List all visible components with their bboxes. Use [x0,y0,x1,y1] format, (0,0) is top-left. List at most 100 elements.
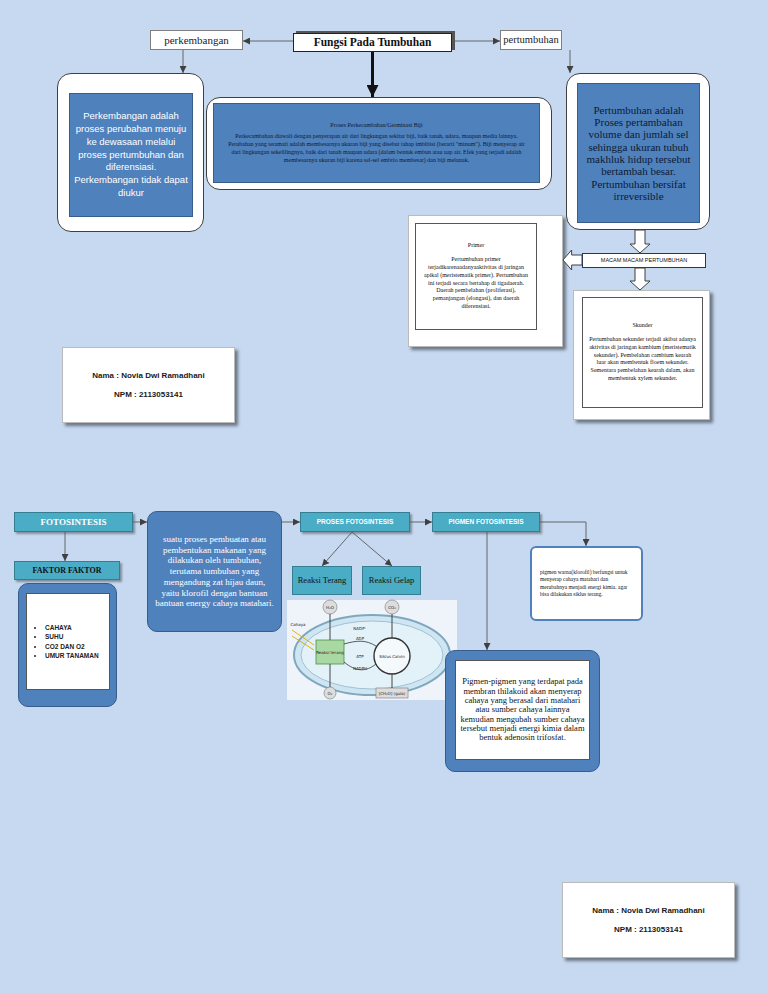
cycle-arrow [344,641,376,646]
illustration-label: Reaksi terang [316,650,344,655]
connector-arrow [540,522,586,546]
box-text: PROSES FOTOSINTESIS [303,518,407,525]
box-heading: Primer [422,242,530,250]
block-arrow [630,268,650,290]
connector-arrow [322,532,352,566]
list-box: CAHAYASUHUCO2 DAN O2UMUR TANAMAN [18,583,117,707]
inner-panel: PrimerPertumbuhan primer terjadikarenaad… [415,223,537,330]
molecule-bubble [385,600,399,614]
illustration-label: ATP [356,654,363,659]
author-id: NPM : 2113053141 [565,925,732,934]
box-heading: Skunder [589,322,696,330]
reaction-box: Reaksi Gelap [362,566,421,595]
list-item: CAHAYA [45,623,105,632]
illustration-label: Cahaya [290,622,305,627]
main-arrow [371,52,374,97]
box-text: FOTOSINTESIS [17,517,130,527]
flow-line [392,674,393,688]
author-name: Nama : Novia Dwi Ramadhani [65,371,232,380]
box-text: perkembangan [153,34,240,47]
connector-arrow [65,532,66,561]
inner-panel: Pertumbuhan adalah Proses pertambahan vo… [577,83,700,223]
note-box: pigmen warna(klorofil) berfungsi untuk m… [530,546,643,621]
illustration-label: H₂O [326,605,334,610]
illustration-label: ADP [356,636,364,641]
thylakoid-stack [316,640,344,664]
connector-arrow [133,522,147,523]
process-box: PROSES FOTOSINTESIS [300,512,410,532]
flow-line [330,614,331,640]
connector-arrow [183,50,184,73]
topic-box: FAKTOR FAKTOR [14,561,120,580]
process-box: Proses Perkecambahan/Germinasi BijiPerke… [206,97,552,190]
author-box: Nama : Novia Dwi RamadhaniNPM : 21130531… [562,882,735,958]
author-id: NPM : 2113053141 [65,390,232,399]
connector-group [65,41,650,650]
list-item: CO2 DAN O2 [45,642,105,651]
connector-arrow [570,50,571,73]
connector-arrow [243,41,293,42]
illustration-label: [CH₂O] (gula) [379,691,406,696]
illustration-panel [287,600,457,700]
branch-box: perkembangan [150,30,243,50]
illustration-label: NADP⁺ [353,626,366,631]
box-text: Pertumbuhan adalah Proses pertambahan vo… [581,104,696,203]
inner-panel: Proses Perkecambahan/Germinasi BijiPerke… [213,103,540,183]
connector-arrow [410,522,432,523]
list-item: SUHU [45,632,105,641]
definition-box: Pertumbuhan adalah Proses pertambahan vo… [566,73,710,230]
bullet-list: CAHAYASUHUCO2 DAN O2UMUR TANAMAN [31,623,105,661]
chloroplast-outer [294,615,450,695]
root-box: Fungsi Pada Tumbuhan [293,33,452,52]
flow-line [330,664,331,687]
box-text: Fungsi Pada Tumbuhan [296,36,449,49]
box-text: pertumbuhan [503,34,559,46]
illustration-label: NADPH [353,666,367,671]
box-text: Reaksi Gelap [365,576,418,586]
reaction-box: Reaksi Terang [292,566,352,595]
author-name: Nama : Novia Dwi Ramadhani [565,906,732,915]
process-box: PIGMEN FOTOSINTESIS [432,512,540,532]
illustration-label: Siklus Calvin [379,654,404,659]
note-box: SkunderPertumbuhan sekunder terjadi akib… [573,290,710,420]
note-box: PrimerPertumbuhan primer terjadikarenaad… [408,215,563,347]
author-box: Nama : Novia Dwi RamadhaniNPM : 21130531… [62,347,235,423]
calvin-cycle [374,638,410,674]
molecule-bubble [324,687,336,699]
box-text: suatu proses pembuatan atau pembentukan … [154,534,275,610]
inner-panel: Pigmen-pigmen yang terdapat pada membran… [455,660,590,760]
molecule-bubble [323,600,337,614]
box-text: Perkembangan adalah proses perubahan men… [74,110,188,200]
inner-panel: CAHAYASUHUCO2 DAN O2UMUR TANAMAN [26,593,110,690]
sugar-bubble [376,688,408,698]
cycle-arrow [344,662,376,670]
box-text: pigmen warna(klorofil) berfungsi untuk m… [540,569,633,598]
box-text: FAKTOR FAKTOR [17,566,117,575]
list-item: UMUR TANAMAN [45,651,105,660]
box-text: Reaksi Terang [295,576,349,586]
topic-box: FOTOSINTESIS [14,512,133,532]
inner-panel: Perkembangan adalah proses perubahan men… [69,93,193,217]
box-body: Perkecambahan diawali dengan penyerapan … [228,133,525,164]
illustration-label: O₂ [328,691,333,696]
definition-box: suatu proses pembuatan atau pembentukan … [147,511,282,632]
box-text: PIGMEN FOTOSINTESIS [435,518,537,525]
box-heading: Proses Perkecambahan/Germinasi Biji [228,122,525,130]
box-body: Pertumbuhan sekunder terjadi akibat adan… [589,336,696,383]
branch-box: pertumbuhan [500,30,562,50]
connector-arrow [487,532,488,650]
box-text: Pigmen-pigmen yang terdapat pada membran… [459,677,586,742]
box-text: MACAM MACAM PERTUMBUHAN [585,257,703,263]
chloroplast-inner [301,621,443,689]
note-box: Pigmen-pigmen yang terdapat pada membran… [445,650,600,772]
definition-box: Perkembangan adalah proses perubahan men… [57,73,204,232]
block-arrow [563,250,582,270]
light-ray [292,636,314,650]
inner-panel: SkunderPertumbuhan sekunder terjadi akib… [582,297,703,408]
connector-arrow [352,532,392,566]
illustration-label: CO₂ [388,605,396,610]
block-arrow [630,230,650,253]
flow-line [392,614,393,638]
connector-arrow [452,41,500,42]
